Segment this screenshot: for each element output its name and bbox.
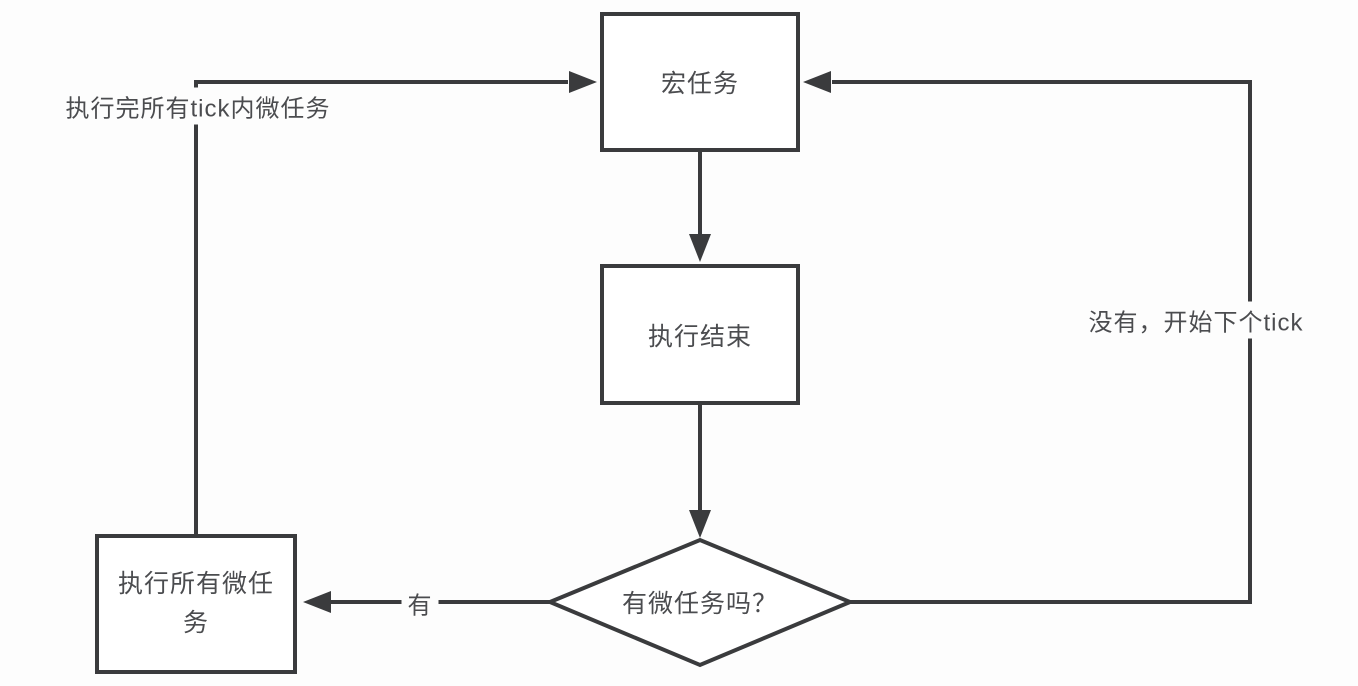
node-execution-end-label: 执行结束 bbox=[647, 322, 752, 351]
node-run-all-microtasks-label: 执行所有微任务 bbox=[117, 570, 274, 637]
edge-label-microtasks-done: 执行完所有tick内微任务 bbox=[60, 87, 336, 125]
node-macro-task-label: 宏任务 bbox=[660, 70, 739, 98]
node-execution-end: 执行结束 bbox=[600, 264, 800, 405]
edge-microtasks-loop-line bbox=[194, 80, 568, 534]
node-has-microtask-label: 有微任务吗？ bbox=[621, 590, 779, 618]
edge-yes-arrowhead-icon bbox=[303, 591, 331, 613]
edge-label-yes: 有 bbox=[401, 585, 439, 621]
edge-no-loop-line bbox=[832, 80, 1252, 604]
node-macro-task: 宏任务 bbox=[600, 12, 800, 152]
edge-label-no-next-tick: 没有，开始下个tick bbox=[1083, 301, 1309, 339]
edge-end-to-decision-arrowhead-icon bbox=[689, 510, 711, 538]
edge-microtasks-loop-arrowhead-icon bbox=[569, 71, 597, 93]
edge-no-loop-arrowhead-icon bbox=[803, 71, 831, 93]
edge-macro-to-end-arrowhead-icon bbox=[689, 234, 711, 262]
node-run-all-microtasks: 执行所有微任务 bbox=[95, 534, 297, 674]
